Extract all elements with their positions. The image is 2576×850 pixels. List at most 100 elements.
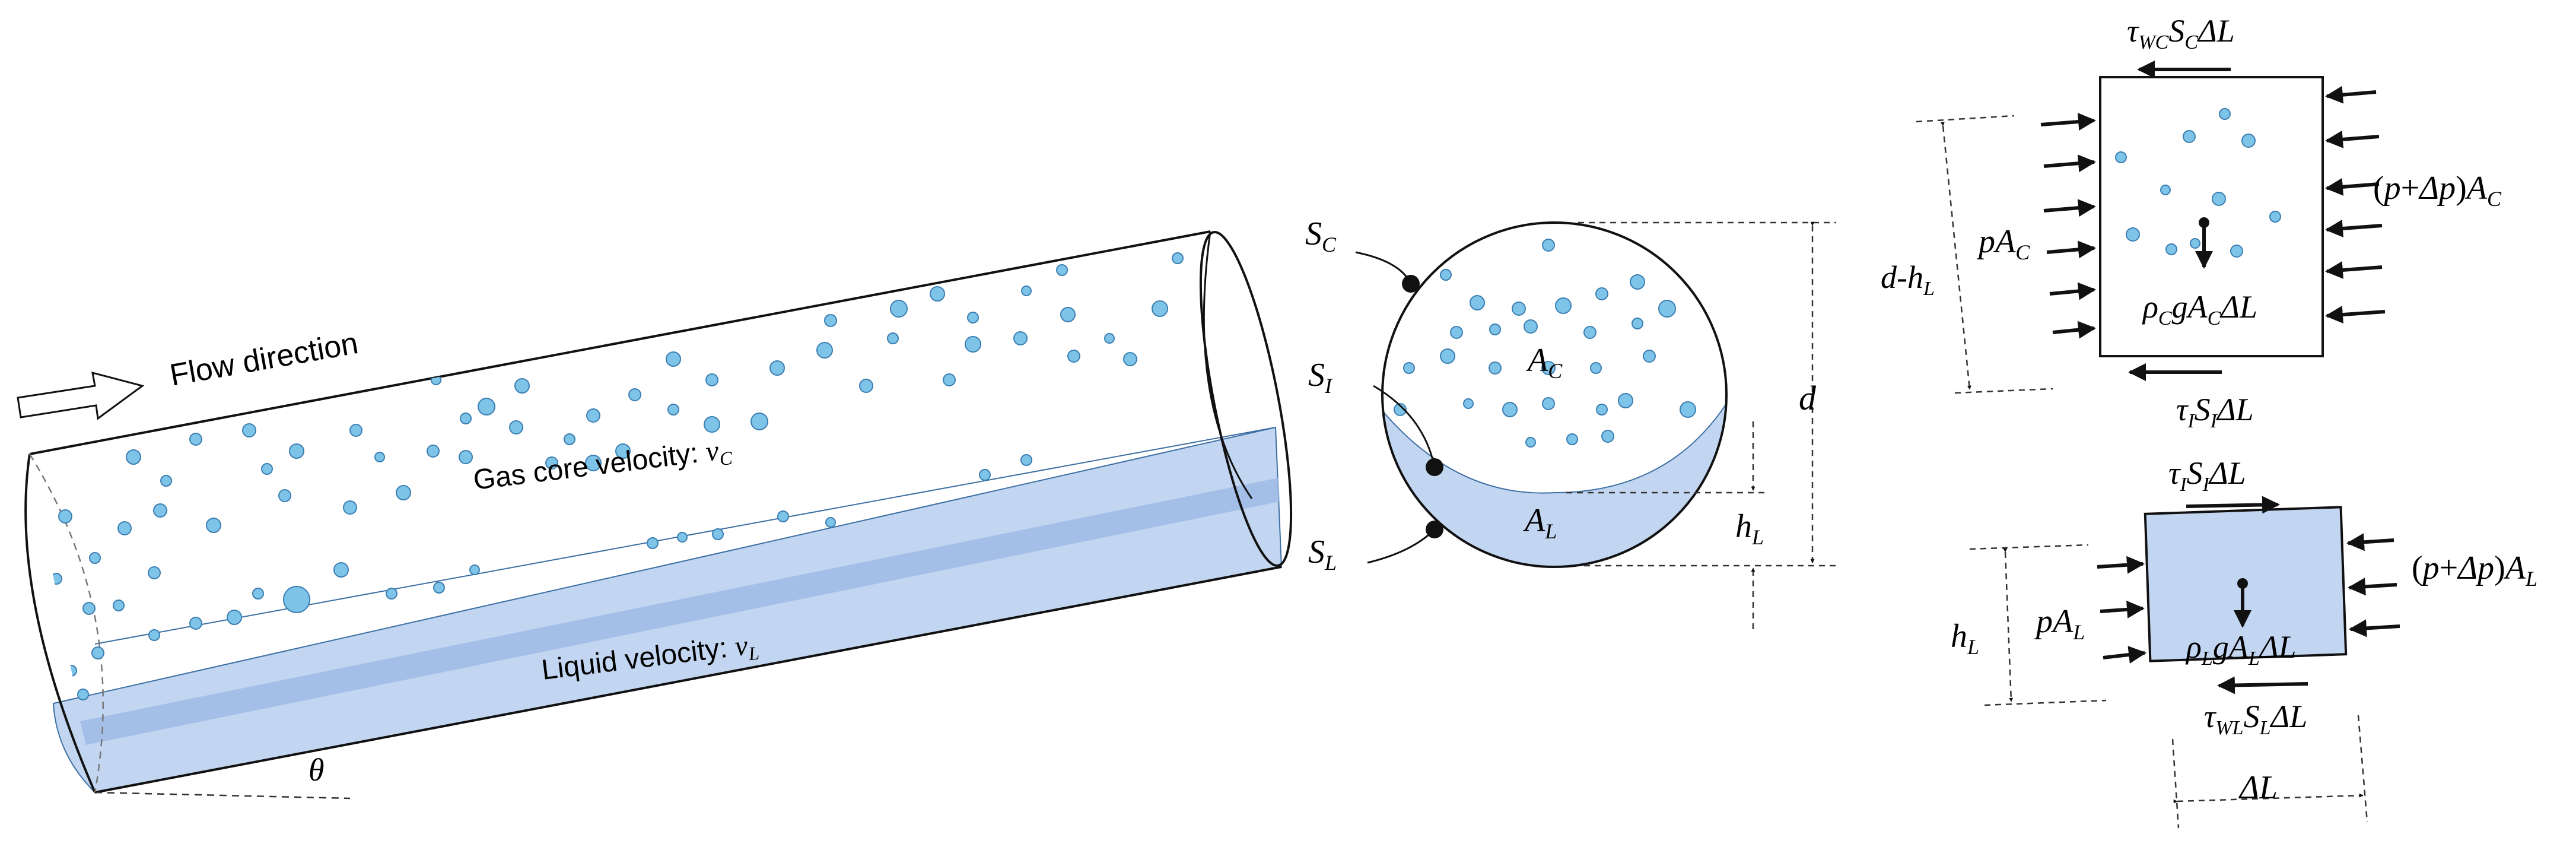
pressure-arrow-icon [2100, 600, 2145, 619]
bubble [77, 689, 89, 700]
bubble [126, 449, 141, 465]
bubble [824, 314, 837, 327]
bubble [189, 617, 202, 630]
bubble [1595, 287, 1608, 300]
bubble [667, 404, 679, 416]
bubble [433, 582, 445, 594]
bubble [396, 485, 411, 500]
bubble [349, 424, 362, 437]
bubble [816, 342, 833, 359]
pressure-arrow-icon [2103, 646, 2146, 664]
bubble [1489, 361, 1502, 375]
bubble [1470, 295, 1485, 310]
gas-element-box [2099, 76, 2324, 357]
bubble [153, 503, 167, 518]
pipe-bottom-edge [94, 566, 1282, 794]
bubble [666, 351, 681, 367]
bubble [1583, 326, 1597, 339]
bubble [2212, 192, 2226, 206]
bubble [427, 445, 440, 458]
bubble [2165, 243, 2177, 255]
bubble [289, 443, 304, 459]
bubble [514, 378, 530, 394]
liquid-length-dim-line [2173, 793, 2364, 804]
bubble [343, 500, 357, 515]
pressure-arrow-icon [2049, 282, 2096, 300]
bubble [1590, 362, 1602, 374]
bubble [283, 586, 310, 613]
pipe-bubbles [50, 252, 1184, 700]
gas-right-pressure-label: (p+Δp)AC [2373, 170, 2502, 211]
bubble [148, 566, 161, 579]
hl-label: hL [1735, 508, 1764, 549]
pipe-liquid-band [80, 478, 1280, 745]
angle-label: θ [309, 752, 325, 788]
bubble [459, 450, 473, 464]
pipe-top-edge [29, 230, 1211, 455]
liquid-dim-bottom-ext [1984, 699, 2107, 706]
bubble [509, 420, 523, 434]
bubble [615, 443, 631, 459]
gas-core-element: ρCgACΔL τWCSCΔL τISIΔL pAC (p+Δp)AC d-hL [1881, 13, 2502, 432]
bubble [1013, 331, 1028, 345]
pressure-arrow-icon [2325, 306, 2386, 324]
bubble [2230, 245, 2243, 258]
bubble [1123, 352, 1137, 366]
bubble [469, 564, 480, 575]
bubble [460, 413, 472, 424]
bubble [2160, 185, 2171, 195]
pressure-arrow-icon [2325, 261, 2383, 279]
bubble [2126, 227, 2140, 242]
bubble [943, 373, 956, 386]
bubble [1502, 402, 1518, 417]
bubble [91, 646, 104, 659]
bubble [1152, 300, 1168, 317]
bubble [1512, 302, 1526, 316]
bubble [647, 537, 659, 549]
si-label: SI [1308, 357, 1333, 398]
sc-label: SC [1305, 215, 1337, 256]
bubble [2219, 108, 2231, 120]
sc-leader [1355, 251, 1412, 284]
bubble [1542, 239, 1555, 252]
bubble [1541, 361, 1556, 375]
pipe-outlet-inner [1203, 231, 1253, 499]
bubble [333, 562, 349, 578]
bubble [113, 600, 125, 611]
liquid-left-pressure-label: pAL [2034, 603, 2085, 644]
bubble [58, 509, 72, 524]
gas-bottom-shear-label: τISIΔL [2176, 392, 2254, 432]
liquid-left-pressure-arrows [2097, 556, 2146, 664]
bubble [1020, 454, 1032, 466]
bubble [1632, 318, 1643, 329]
bubble [1450, 326, 1463, 339]
pipe: θ [24, 230, 1293, 800]
bubble [930, 286, 945, 302]
liquid-weight-label: ρLgALΔL [2185, 629, 2297, 670]
bubble [1596, 404, 1608, 416]
gas-left-pressure-label: pAC [1976, 223, 2030, 264]
bubble [1525, 437, 1536, 448]
bubble [545, 456, 558, 470]
bubble [160, 475, 172, 487]
bubble [628, 388, 641, 401]
bubble [1524, 319, 1538, 334]
liquid-dim-left-ext [2171, 738, 2180, 829]
bubble [1542, 397, 1555, 410]
bubble [1566, 433, 1578, 445]
pressure-arrow-icon [2325, 177, 2380, 196]
bubble [478, 398, 495, 416]
bubble [2269, 211, 2281, 223]
bubble [252, 588, 264, 600]
bubble [979, 469, 991, 481]
bubble [1463, 398, 1474, 409]
bubble [1601, 430, 1614, 443]
d-label: d [1799, 379, 1817, 417]
bubble [1440, 269, 1452, 281]
bubble [206, 518, 221, 533]
bubble [227, 610, 242, 625]
bubble [1394, 403, 1407, 416]
liquid-height-dim-line [2003, 548, 2014, 702]
bubble [89, 552, 101, 564]
